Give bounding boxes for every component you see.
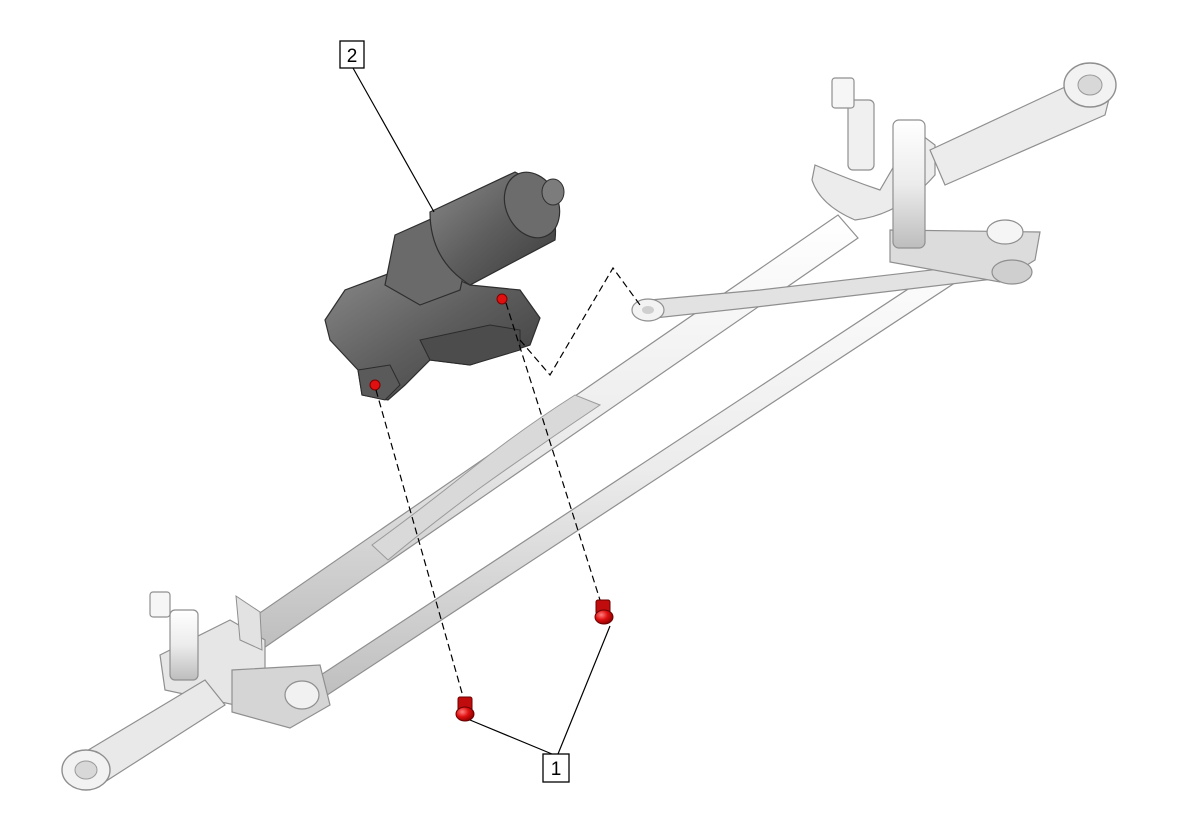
main-frame-tube — [234, 214, 859, 653]
bolt-guide-line-left — [375, 389, 465, 701]
leader-line-part-1-right — [557, 625, 611, 755]
motor-bolt-holes — [369, 293, 508, 391]
callout-1: 1 — [542, 753, 570, 783]
callout-2: 2 — [339, 40, 365, 69]
mounting-bolt — [594, 599, 614, 625]
left-pivot-bracket — [149, 591, 331, 729]
motor-crank-guide-line — [519, 266, 641, 377]
leader-line-part-2 — [352, 67, 435, 213]
right-pivot-bracket — [811, 77, 1041, 285]
right-crank-arm — [929, 62, 1117, 186]
left-crank-arm — [61, 679, 226, 791]
wiper-linkage-frame — [61, 62, 1117, 791]
leader-lines — [352, 67, 611, 755]
callout-1-label: 1 — [551, 759, 562, 780]
installation-guide-lines — [375, 266, 641, 701]
callout-2-label: 2 — [347, 46, 358, 67]
leader-line-part-1-left — [469, 719, 553, 755]
wiper-motor — [324, 171, 565, 401]
bolt-guide-line-right — [505, 302, 601, 601]
mounting-bolt — [455, 696, 475, 722]
